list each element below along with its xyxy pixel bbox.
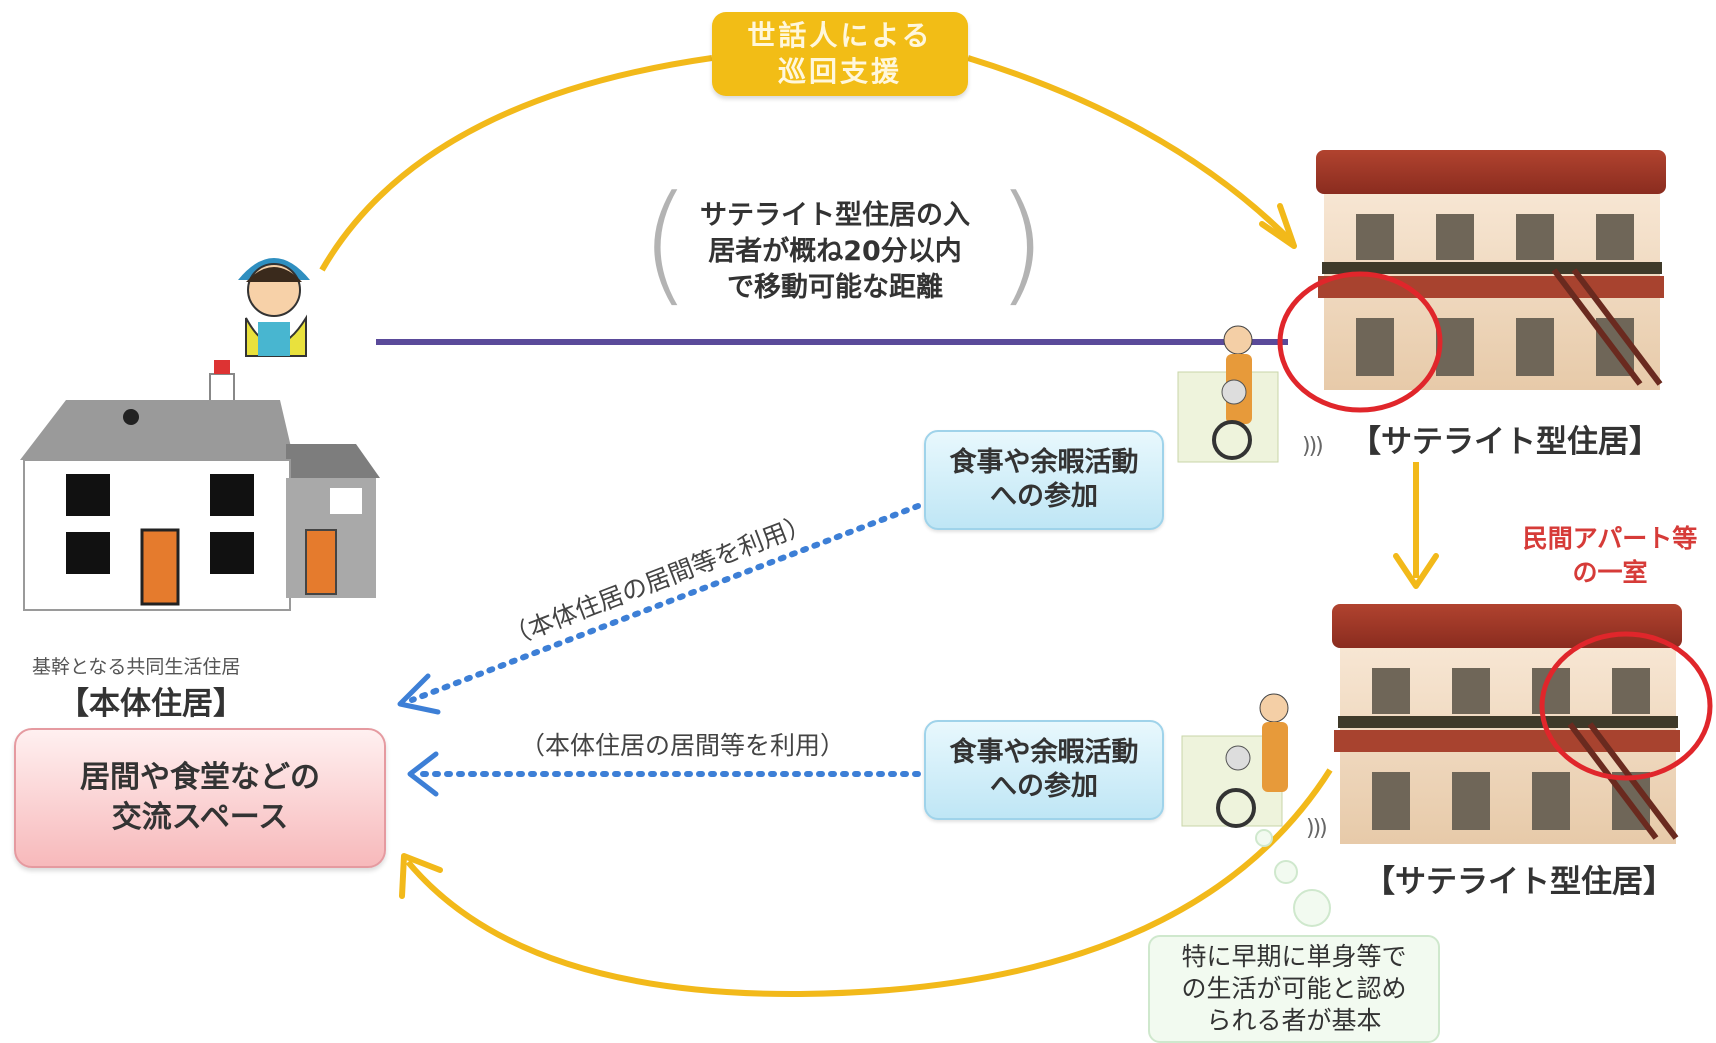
early-note-line3: られる者が基本 [1206, 1006, 1382, 1035]
satellite-label-upper: 【サテライト型住居】 [1350, 424, 1660, 460]
early-independence-note: 特に早期に単身等で の生活が可能と認め られる者が基本 [1148, 935, 1440, 1043]
caregiver-figure-upper [1177, 325, 1279, 463]
apartment-note-line1: 民間アパート等 [1522, 524, 1698, 553]
patrol-support-badge: 世話人による 巡回支援 [712, 12, 968, 96]
thought-bubble-mid [1274, 860, 1298, 884]
down-arrowhead [1393, 553, 1439, 589]
caregiver-figure-lower [1181, 693, 1289, 828]
main-house-caption-small: 基幹となる共同生活住居 [32, 656, 241, 678]
common-space-line1: 居間や食堂などの [80, 760, 320, 795]
activity-lower-line1: 食事や余暇活動 [949, 737, 1139, 768]
usage-label-lower: （本体住居の居間等を利用） [520, 731, 846, 760]
satellite-label-lower: 【サテライト型住居】 [1364, 864, 1674, 900]
activity-lower-line2: への参加 [990, 771, 1098, 802]
highlight-circle-upper [1277, 271, 1443, 413]
return-arrowhead [399, 853, 443, 899]
main-house-caption: 【本体住居】 [58, 686, 244, 722]
dotted-arrowhead-lower [407, 751, 439, 797]
distance-note-line1: サテライト型住居の入 [700, 200, 970, 231]
dotted-arrowhead-upper [397, 673, 441, 715]
satellite-building-upper [1316, 150, 1666, 390]
apartment-note-line2: の一室 [1572, 558, 1648, 587]
sound-waves-lower: ))) [1306, 816, 1328, 841]
common-space-box: 居間や食堂などの 交流スペース [14, 728, 386, 868]
distance-note-line2: 居者が概ね20分以内 [708, 236, 962, 267]
distance-note-line3: で移動可能な距離 [727, 272, 943, 303]
thought-bubble-large [1293, 889, 1331, 927]
thought-bubble-small [1255, 829, 1273, 847]
patrol-arc-left [319, 55, 713, 272]
activity-upper-line1: 食事や余暇活動 [949, 447, 1139, 478]
patrol-support-line1: 世話人による [747, 19, 933, 52]
activity-box-lower: 食事や余暇活動 への参加 [924, 720, 1164, 820]
distance-bracket-right: ) [996, 167, 1047, 319]
apartment-note: 民間アパート等 の一室 [1510, 522, 1710, 590]
activity-box-upper: 食事や余暇活動 への参加 [924, 430, 1164, 530]
common-space-line2: 交流スペース [111, 800, 289, 835]
activity-upper-line2: への参加 [990, 481, 1098, 512]
early-note-line1: 特に早期に単身等で [1181, 942, 1407, 971]
dotted-arrow-upper [409, 503, 921, 703]
main-house-illustration [20, 360, 380, 611]
sound-waves-upper: ))) [1302, 434, 1324, 459]
highlight-circle-lower [1539, 631, 1713, 781]
helper-figure [238, 258, 310, 357]
return-arc [405, 768, 1333, 998]
satellite-building-lower [1332, 604, 1682, 844]
distance-bracket-left: ( [640, 167, 691, 319]
early-note-line2: の生活が可能と認め [1181, 974, 1407, 1003]
patrol-arc-right [967, 55, 1293, 243]
patrol-support-line2: 巡回支援 [777, 55, 902, 88]
distance-note: サテライト型住居の入 居者が概ね20分以内 で移動可能な距離 [650, 198, 1020, 308]
patrol-arrowhead [1259, 203, 1297, 249]
